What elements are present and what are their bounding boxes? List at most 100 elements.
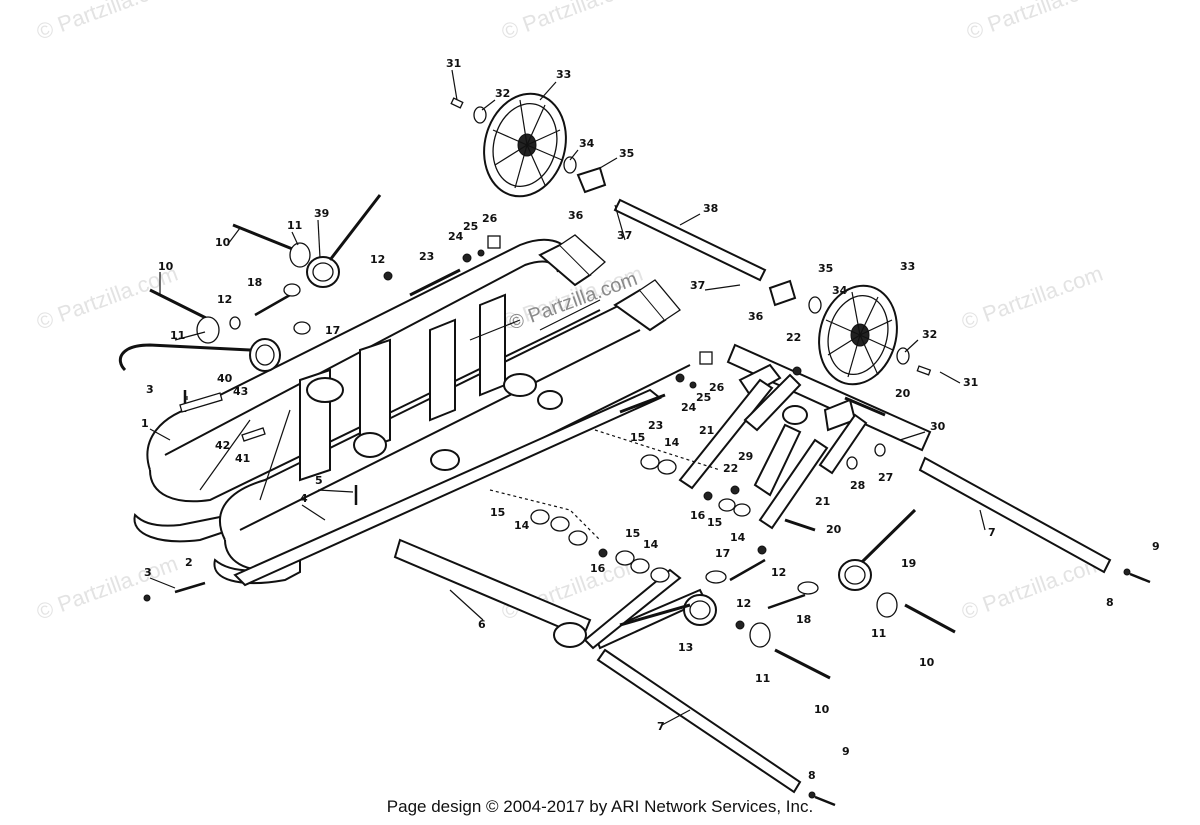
callout-42: 42 — [215, 439, 230, 452]
callout-35: 35 — [818, 262, 833, 275]
rear-bracket-right — [639, 279, 681, 321]
callout-15: 15 — [630, 431, 645, 444]
callout-35: 35 — [619, 147, 634, 160]
callout-7: 7 — [988, 526, 996, 539]
callout-33: 33 — [900, 260, 915, 273]
callout-36: 36 — [568, 209, 584, 222]
callout-14: 14 — [730, 531, 746, 544]
watermark: © Partzilla.com — [963, 0, 1111, 45]
callout-21: 21 — [815, 495, 830, 508]
callout-37: 37 — [690, 279, 705, 292]
axle-tube — [537, 390, 563, 410]
callout-40: 40 — [217, 372, 233, 385]
callout-10: 10 — [919, 656, 935, 669]
cross-member — [479, 293, 506, 397]
spring-40 — [118, 338, 281, 372]
callout-7: 7 — [657, 720, 665, 733]
shafts — [393, 198, 1112, 794]
spring-39 — [306, 194, 382, 288]
callout-9: 9 — [1152, 540, 1160, 553]
callout-33: 33 — [556, 68, 571, 81]
callout-14: 14 — [643, 538, 659, 551]
callout-24: 24 — [681, 401, 697, 414]
shaft-7-upper — [918, 456, 1112, 574]
axle-tube — [503, 373, 537, 397]
leader-lines — [149, 69, 986, 726]
idler-wheel-upper — [483, 92, 567, 198]
callout-14: 14 — [514, 519, 530, 532]
watermark: © Partzilla.com — [498, 0, 646, 45]
callout-11: 11 — [755, 672, 770, 685]
spring-19 — [838, 508, 917, 591]
callout-38: 38 — [703, 202, 718, 215]
callout-4: 4 — [300, 492, 308, 505]
callout-36: 36 — [748, 310, 764, 323]
callout-41: 41 — [235, 452, 250, 465]
suspension-frame — [133, 234, 691, 587]
callout-10: 10 — [158, 260, 174, 273]
axle-tube — [306, 377, 344, 403]
callout-32: 32 — [495, 87, 510, 100]
callout-14: 14 — [664, 436, 680, 449]
axle-tube — [353, 432, 387, 458]
brace-lines — [199, 299, 601, 501]
callout-10: 10 — [814, 703, 830, 716]
arm-30 — [726, 343, 932, 452]
small-hardware — [450, 97, 932, 376]
callout-16: 16 — [690, 509, 706, 522]
callout-25: 25 — [696, 391, 711, 404]
callout-31: 31 — [963, 376, 978, 389]
watermark: © Partzilla.com — [33, 0, 181, 45]
callout-17: 17 — [325, 324, 340, 337]
callout-28: 28 — [850, 479, 865, 492]
callout-18: 18 — [247, 276, 262, 289]
bushings — [143, 235, 1151, 807]
callout-11: 11 — [287, 219, 302, 232]
callout-26: 26 — [482, 212, 498, 225]
callout-20: 20 — [826, 523, 842, 536]
shock-absorber — [753, 423, 802, 497]
callout-2: 2 — [185, 556, 193, 569]
callout-20: 20 — [895, 387, 911, 400]
callout-31: 31 — [446, 57, 461, 70]
callout-15: 15 — [707, 516, 722, 529]
callout-19: 19 — [901, 557, 916, 570]
callout-12: 12 — [771, 566, 786, 579]
cross-member — [429, 318, 456, 422]
callout-24: 24 — [448, 230, 464, 243]
callout-23: 23 — [648, 419, 663, 432]
front-skid-left — [133, 513, 231, 543]
callout-17: 17 — [715, 547, 730, 560]
callout-30: 30 — [930, 420, 946, 433]
callout-8: 8 — [808, 769, 816, 782]
callout-21: 21 — [699, 424, 714, 437]
footer-copyright: Page design © 2004-2017 by ARI Network S… — [386, 797, 814, 816]
callout-10: 10 — [215, 236, 231, 249]
callout-22: 22 — [786, 331, 801, 344]
spring-13 — [619, 594, 717, 627]
torque-arm — [678, 378, 774, 490]
callout-27: 27 — [878, 471, 893, 484]
shaft-38 — [613, 198, 767, 282]
callout-34: 34 — [832, 284, 848, 297]
callout-22: 22 — [723, 462, 738, 475]
callout-13: 13 — [678, 641, 693, 654]
callout-12: 12 — [370, 253, 385, 266]
callout-18: 18 — [796, 613, 811, 626]
callout-25: 25 — [463, 220, 478, 233]
rear-arm-assembly — [553, 363, 868, 650]
callout-3: 3 — [146, 383, 154, 396]
callout-3: 3 — [144, 566, 152, 579]
callout-15: 15 — [490, 506, 505, 519]
shaft-7-lower — [596, 648, 802, 794]
watermark: © Partzilla.com — [33, 551, 181, 625]
callout-6: 6 — [478, 618, 486, 631]
callout-12: 12 — [217, 293, 232, 306]
callout-29: 29 — [738, 450, 753, 463]
callout-32: 32 — [922, 328, 937, 341]
callout-8: 8 — [1106, 596, 1114, 609]
callout-9: 9 — [842, 745, 850, 758]
callout-37: 37 — [617, 229, 632, 242]
springs — [118, 194, 917, 627]
